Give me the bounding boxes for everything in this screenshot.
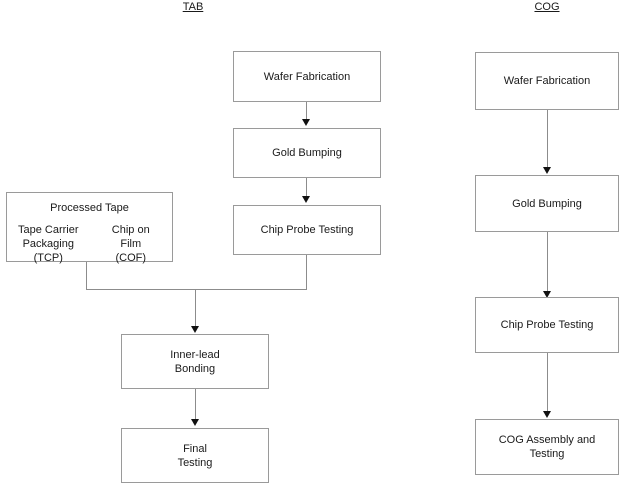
connector-inner-lead-to-final [195, 389, 196, 420]
processed-tape-title: Processed Tape [50, 202, 129, 214]
connector-tab-wafer-to-gold [306, 102, 307, 121]
node-label: Wafer Fabrication [263, 70, 351, 83]
node-label: Gold Bumping [512, 197, 582, 210]
arrow-down-icon [191, 326, 199, 333]
connector-cog-probe-to-assembly [547, 353, 548, 413]
node-processed-tape[interactable]: Processed Tape Tape Carrier Packaging (T… [6, 192, 173, 265]
node-label: Chip Probe Testing [260, 224, 354, 236]
node-tab-final-testing[interactable]: Final Testing [121, 428, 269, 483]
node-cog-wafer-fabrication[interactable]: Wafer Fabrication [475, 52, 619, 110]
connector-tape-down [86, 262, 87, 289]
column-header-tab: TAB [182, 1, 204, 13]
node-label: COG Assembly and Testing [498, 434, 596, 460]
arrow-down-icon [302, 196, 310, 203]
connector-cog-gold-to-probe [547, 232, 548, 293]
arrow-down-icon [191, 419, 199, 426]
node-label: Wafer Fabrication [503, 75, 591, 87]
node-cog-chip-probe-testing[interactable]: Chip Probe Testing [475, 297, 619, 353]
arrow-down-icon [543, 291, 551, 298]
arrow-down-icon [543, 167, 551, 174]
node-label: Chip Probe Testing [500, 319, 594, 331]
processed-tape-options: Tape Carrier Packaging (TCP) Chip on Fil… [7, 223, 172, 265]
node-cog-gold-bumping[interactable]: Gold Bumping [475, 175, 619, 232]
node-label: Final Testing [177, 442, 213, 469]
node-tab-wafer-fabrication[interactable]: Wafer Fabrication [233, 51, 381, 102]
node-tab-inner-lead-bonding[interactable]: Inner-lead Bonding [121, 334, 269, 389]
arrow-down-icon [302, 119, 310, 126]
processed-tape-option-tcp[interactable]: Tape Carrier Packaging (TCP) [17, 224, 79, 264]
arrow-down-icon [543, 411, 551, 418]
node-tab-gold-bumping[interactable]: Gold Bumping [233, 128, 381, 178]
connector-probe-down [306, 255, 307, 289]
connector-cog-wafer-to-gold [547, 110, 548, 168]
processed-tape-option-cof[interactable]: Chip on Film (COF) [111, 224, 150, 264]
node-cog-assembly-and-testing[interactable]: COG Assembly and Testing [475, 419, 619, 475]
connector-merge-to-inner-lead [195, 289, 196, 327]
node-label: Gold Bumping [272, 147, 342, 159]
column-header-cog: COG [534, 1, 560, 13]
node-label: Inner-lead Bonding [170, 348, 220, 375]
connector-merge-horizontal [86, 289, 307, 290]
connector-tab-gold-to-probe [306, 178, 307, 197]
node-tab-chip-probe-testing[interactable]: Chip Probe Testing [233, 205, 381, 255]
